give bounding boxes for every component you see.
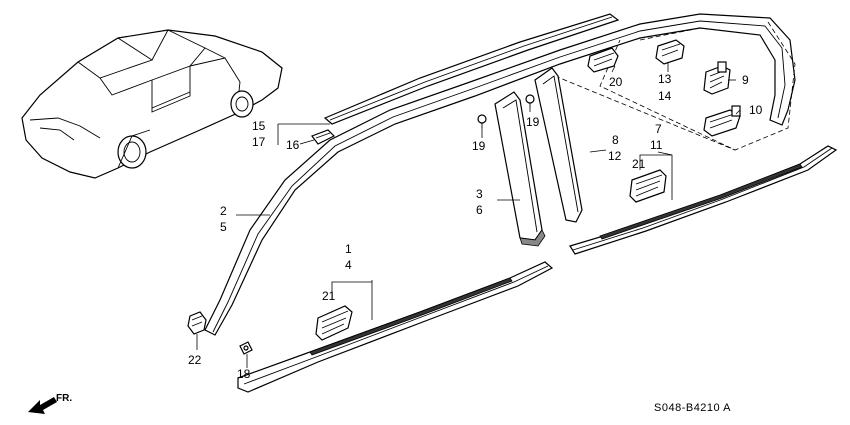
dashed-boundary xyxy=(599,21,796,151)
callout-21-rear: 21 xyxy=(632,157,646,171)
callout-19-left: 19 xyxy=(472,139,486,153)
dashed-boundary-2 xyxy=(554,75,736,151)
callout-10: 10 xyxy=(749,103,763,117)
clip-19-left xyxy=(477,114,487,128)
direction-label: FR. xyxy=(56,393,72,404)
pillar-garnish-front xyxy=(494,91,546,247)
callout-18: 18 xyxy=(237,367,251,381)
roof-molding xyxy=(323,13,620,125)
diagram-code: S048-B4210 A xyxy=(654,402,731,414)
callout-9: 9 xyxy=(742,73,749,87)
callout-3: 3 xyxy=(476,187,483,201)
clip-21-front xyxy=(315,305,353,341)
clip-10 xyxy=(703,105,741,137)
front-direction-arrow: FR. xyxy=(28,393,72,414)
callout-17: 17 xyxy=(252,135,266,149)
pillar-garnish-rear xyxy=(534,67,583,223)
rear-door-molding xyxy=(569,145,838,255)
leader-lines xyxy=(196,62,741,368)
car-thumbnail xyxy=(21,29,283,179)
callout-2: 2 xyxy=(220,204,227,218)
clip-19-right xyxy=(525,94,535,108)
clip-22 xyxy=(187,311,207,335)
callout-16: 16 xyxy=(286,138,300,152)
callout-13: 13 xyxy=(658,72,672,86)
callout-8: 8 xyxy=(612,133,619,147)
callout-20: 20 xyxy=(609,75,623,89)
callout-5: 5 xyxy=(220,220,227,234)
callout-7: 7 xyxy=(655,122,662,136)
callout-21-front: 21 xyxy=(322,289,336,303)
clip-18 xyxy=(239,341,253,355)
clip-21-rear xyxy=(629,169,667,203)
callout-4: 4 xyxy=(345,258,352,272)
callout-6: 6 xyxy=(476,203,483,217)
callout-15: 15 xyxy=(252,119,266,133)
callout-1: 1 xyxy=(345,242,352,256)
callout-22: 22 xyxy=(188,353,202,367)
callout-14: 14 xyxy=(658,89,672,103)
clip-16 xyxy=(311,129,336,145)
clip-9 xyxy=(703,61,731,95)
clip-20 xyxy=(587,47,619,73)
callout-11: 11 xyxy=(650,138,663,152)
door-sash-molding xyxy=(204,13,796,336)
clip-13-14 xyxy=(655,39,685,65)
callout-12: 12 xyxy=(608,149,622,163)
callout-19-right: 19 xyxy=(526,115,540,129)
front-door-molding xyxy=(237,261,554,393)
